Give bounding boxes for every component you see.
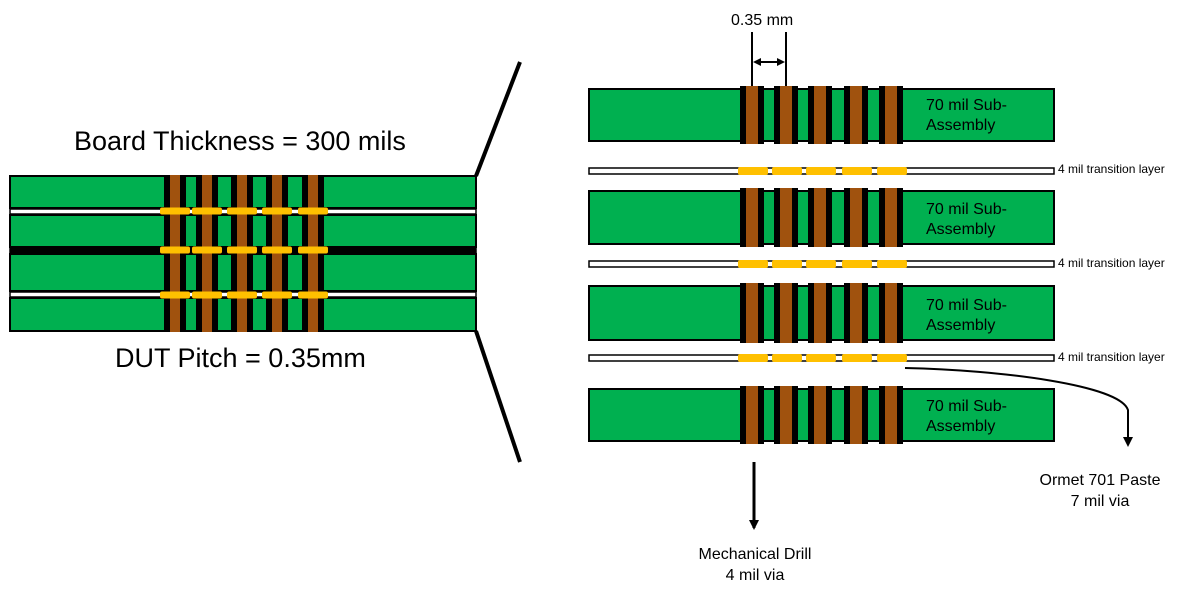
paste-pad bbox=[842, 167, 872, 175]
right-stack bbox=[588, 86, 1055, 444]
subassembly-label: 70 mil Sub-Assembly bbox=[926, 398, 1007, 435]
via-fill bbox=[780, 86, 792, 144]
via-fill bbox=[780, 283, 792, 343]
drill-callout-line1: Mechanical Drill bbox=[698, 546, 812, 563]
via-fill bbox=[850, 188, 862, 247]
paste-pad bbox=[806, 354, 836, 362]
paste-pad bbox=[842, 260, 872, 268]
paste-callout-line2: 7 mil via bbox=[1070, 493, 1130, 510]
left-board bbox=[9, 175, 477, 332]
subassembly-label: 70 mil Sub-Assembly bbox=[926, 97, 1007, 134]
board-thickness-label: Board Thickness = 300 mils bbox=[74, 126, 406, 156]
paste-pad bbox=[262, 291, 292, 299]
via-fill bbox=[885, 188, 897, 247]
paste-callout-line1: Ormet 701 Paste bbox=[1039, 472, 1161, 489]
via-fill bbox=[780, 188, 792, 247]
transition-layer-label: 4 mil transition layer bbox=[1058, 256, 1165, 270]
transition-layer-label: 4 mil transition layer bbox=[1058, 162, 1165, 176]
paste-pad bbox=[192, 207, 222, 215]
via-fill bbox=[814, 86, 826, 144]
via-fill bbox=[780, 386, 792, 444]
paste-pad bbox=[877, 354, 907, 362]
paste-pad bbox=[772, 354, 802, 362]
paste-pad bbox=[806, 167, 836, 175]
via-fill bbox=[885, 283, 897, 343]
paste-pad bbox=[227, 207, 257, 215]
transition-layer-label: 4 mil transition layer bbox=[1058, 350, 1165, 364]
paste-pad bbox=[160, 291, 190, 299]
via-fill bbox=[814, 386, 826, 444]
paste-pad bbox=[227, 246, 257, 254]
zoom-line-bottom bbox=[474, 330, 522, 463]
paste-pad bbox=[806, 260, 836, 268]
via-fill bbox=[746, 86, 758, 144]
zoom-line-top bbox=[474, 61, 522, 177]
subassembly-label: 70 mil Sub-Assembly bbox=[926, 297, 1007, 334]
via-fill bbox=[885, 386, 897, 444]
paste-callout-label: Ormet 701 Paste 7 mil via bbox=[1030, 470, 1170, 512]
paste-pad bbox=[842, 354, 872, 362]
via-fill bbox=[850, 283, 862, 343]
via-fill bbox=[885, 86, 897, 144]
callout-arrow-icon bbox=[904, 367, 1133, 447]
paste-pad bbox=[877, 260, 907, 268]
paste-pad bbox=[298, 246, 328, 254]
paste-pad bbox=[738, 354, 768, 362]
subassembly-label: 70 mil Sub-Assembly bbox=[926, 201, 1007, 238]
paste-pad bbox=[192, 246, 222, 254]
paste-pad bbox=[298, 291, 328, 299]
dut-pitch-label: DUT Pitch = 0.35mm bbox=[115, 343, 366, 373]
paste-pad bbox=[298, 207, 328, 215]
paste-pad bbox=[772, 260, 802, 268]
paste-pad bbox=[772, 167, 802, 175]
paste-pad bbox=[227, 291, 257, 299]
paste-pad bbox=[877, 167, 907, 175]
via-fill bbox=[746, 386, 758, 444]
via-fill bbox=[850, 386, 862, 444]
via-fill bbox=[746, 283, 758, 343]
paste-pad bbox=[262, 207, 292, 215]
dimension-arrow-icon bbox=[753, 58, 785, 66]
paste-pad bbox=[738, 260, 768, 268]
drill-callout-line2: 4 mil via bbox=[725, 567, 785, 584]
via-fill bbox=[850, 86, 862, 144]
paste-pad bbox=[160, 246, 190, 254]
via-fill bbox=[814, 283, 826, 343]
paste-pad bbox=[262, 246, 292, 254]
via-fill bbox=[814, 188, 826, 247]
paste-pad bbox=[192, 291, 222, 299]
paste-pad bbox=[738, 167, 768, 175]
paste-pad bbox=[160, 207, 190, 215]
via-fill bbox=[746, 188, 758, 247]
drill-callout-label: Mechanical Drill 4 mil via bbox=[680, 544, 830, 586]
pitch-dimension-label: 0.35 mm bbox=[731, 12, 794, 29]
pitch-dimension bbox=[751, 32, 787, 86]
